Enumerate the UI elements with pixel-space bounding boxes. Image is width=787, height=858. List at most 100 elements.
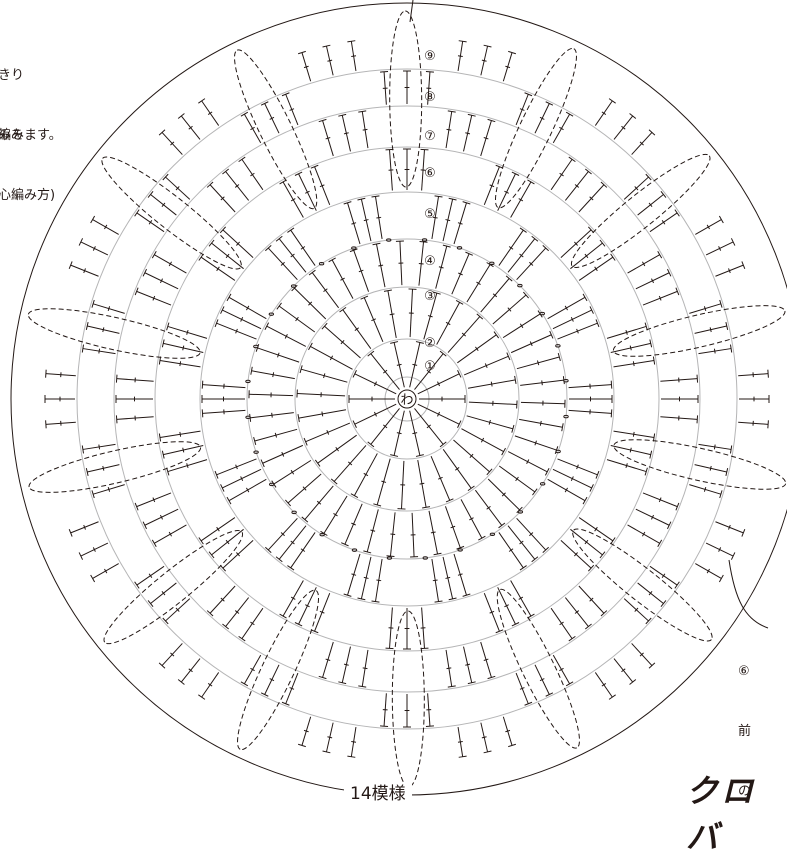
fan-stitch-top (611, 381, 612, 389)
round3-stitch-bar (439, 267, 444, 268)
fan-stitch-top (532, 236, 538, 241)
fan-stitch-top (600, 240, 605, 246)
fan-stitch-bar (301, 247, 305, 250)
round-label: ③ (424, 289, 436, 304)
fan-stitch-bar (714, 445, 715, 450)
fan-stitch-top (135, 210, 140, 217)
fan-stitch-top (116, 415, 117, 423)
fan-stitch-bar (505, 730, 510, 731)
fan-stitch-bar (458, 574, 463, 575)
fan-stitch-top (600, 552, 605, 558)
round1-stitch-top (440, 442, 446, 447)
fan-stitch-bar (509, 549, 513, 552)
fan-stitch-top (287, 566, 294, 571)
round3-stitch-bar (390, 534, 395, 535)
round3-stitch-top (251, 367, 252, 375)
round2-stitch-bar (491, 382, 492, 387)
fan-stitch-top (372, 196, 380, 197)
round3-stitch-bar (273, 372, 274, 377)
fan-stitch-top (426, 72, 434, 73)
fan-stitch-top (202, 409, 203, 417)
fan-stitch-top (697, 415, 698, 423)
fan-stitch-bar (99, 445, 100, 450)
fan-stitch-top (661, 191, 666, 197)
note-line: 前 (738, 722, 751, 742)
round3-stitch-top (277, 303, 282, 309)
fan-stitch-bar (217, 267, 220, 271)
fan-stitch-bar (484, 659, 489, 660)
fan-stitch-bar (344, 133, 349, 134)
fan-stitch-bar (183, 448, 184, 453)
round2-stitch-top (384, 290, 392, 291)
round3-stitch-bar (378, 265, 383, 266)
fan-stitch-top (178, 113, 184, 118)
fan-stitch-top (209, 552, 214, 558)
fan-stitch-bar (183, 346, 184, 351)
fan-stitch-top (459, 756, 467, 757)
fan-stitch-bar (662, 574, 665, 578)
fan-stitch-top (609, 695, 616, 700)
round2-stitch-bar (489, 420, 490, 425)
round3-stitch-top (562, 423, 563, 431)
round3-stitch-bar (419, 263, 424, 264)
round2-stitch-top (515, 376, 516, 384)
round1-stitch-bar (397, 433, 402, 434)
fan-stitch-bar (344, 664, 349, 665)
instruction-note-top-left-2: みを 心編み方) (0, 86, 55, 226)
fan-stitch-top (448, 111, 456, 112)
round3-stitch-bar (540, 421, 541, 426)
fan-stitch-bar (484, 138, 489, 139)
round3-stitch-bar (296, 317, 299, 321)
fan-stitch-top (675, 210, 680, 217)
dashed-group-outline (610, 295, 787, 366)
fan-stitch-top (520, 566, 527, 571)
fan-stitch-bar (482, 737, 487, 738)
round1-stitch-top (368, 442, 374, 447)
note-line: 心編み方) (0, 186, 55, 206)
fan-stitch-top (82, 445, 83, 453)
dashed-group-outline (25, 432, 204, 503)
fan-stitch-top (222, 624, 228, 629)
fan-stitch-top (239, 157, 246, 162)
fan-stitch-top (358, 111, 366, 112)
fan-stitch-top (675, 582, 680, 589)
fan-stitch-top (459, 41, 467, 42)
fan-stitch-bar (482, 60, 487, 61)
fan-stitch-bar (710, 327, 711, 332)
fan-stitch-bar (630, 346, 631, 351)
fan-stitch-bar (630, 448, 631, 453)
fan-stitch-top (347, 41, 355, 42)
fan-stitch-bar (458, 223, 463, 224)
dashed-group-outline (389, 11, 422, 187)
fan-stitch-bar (327, 737, 332, 738)
fan-stitch-bar (250, 173, 254, 176)
fan-stitch-top (585, 169, 591, 174)
round2-stitch-bar (475, 347, 478, 351)
round3-stitch-bar (275, 433, 276, 438)
fan-stitch-bar (376, 217, 381, 218)
note-line: ⑥ (738, 662, 751, 682)
fan-stitch-bar (351, 574, 356, 575)
fan-stitch-bar (327, 60, 332, 61)
fan-stitch-bar (187, 330, 188, 335)
fan-stitch-bar (633, 432, 634, 437)
round2-stitch-bar (390, 314, 395, 315)
fan-stitch-top (435, 196, 443, 197)
round2-stitch-top (298, 414, 299, 422)
round1-stitch-bar (412, 433, 417, 434)
fan-stitch-bar (301, 549, 305, 552)
fan-stitch-top (347, 756, 355, 757)
fan-stitch-bar (560, 173, 564, 176)
round3-stitch-top (309, 270, 315, 275)
round3-stitch-bar (370, 530, 375, 531)
fan-stitch-bar (509, 247, 513, 250)
round-label: ④ (424, 254, 436, 269)
fan-stitch-top (178, 680, 184, 685)
magic-ring-label: わ (400, 393, 413, 408)
fan-stitch-top (719, 575, 723, 582)
dashed-group-outline (485, 583, 591, 755)
dashed-group-outline (562, 143, 719, 278)
note-line: きり (0, 66, 62, 86)
fan-stitch-top (731, 552, 734, 559)
